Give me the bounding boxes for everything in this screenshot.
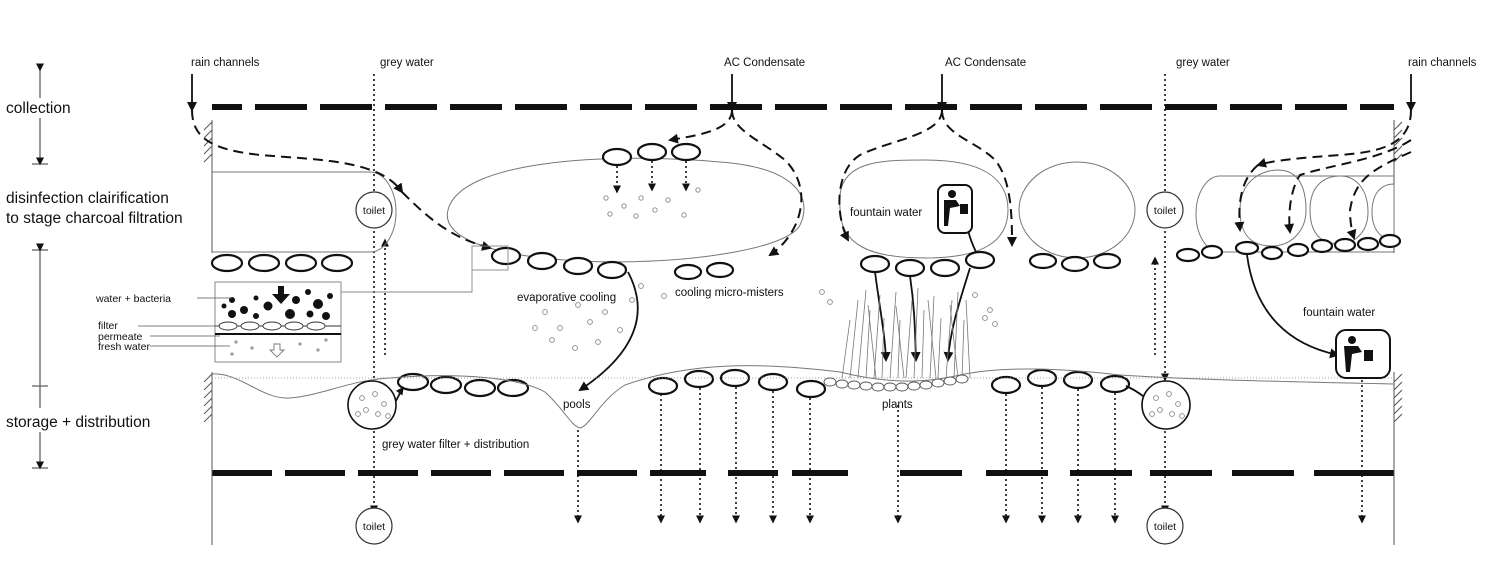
side-walls bbox=[203, 120, 1403, 545]
toilet-top-right: toilet bbox=[1146, 191, 1184, 229]
stage-axis: collection disinfection clairification t… bbox=[6, 63, 183, 470]
input-arrows bbox=[187, 74, 1416, 112]
evaporative-cooling-label: evaporative cooling bbox=[517, 292, 616, 304]
ac-condensate-left-label: AC Condensate bbox=[724, 57, 805, 69]
grey-water-filter-left bbox=[347, 380, 397, 430]
cooling-micro-misters-label: cooling micro-misters bbox=[675, 287, 784, 299]
rain-channels-left-label: rain channels bbox=[191, 57, 260, 69]
pools-label: pools bbox=[563, 399, 591, 411]
grey-water-channels bbox=[370, 74, 1169, 514]
grey-water-filter-label: grey water filter + distribution bbox=[382, 439, 529, 451]
svg-text:toilet: toilet bbox=[363, 205, 385, 217]
svg-text:toilet: toilet bbox=[1154, 521, 1176, 533]
collection-roof-line bbox=[212, 104, 1394, 110]
toilet-bottom-left: toilet bbox=[355, 507, 393, 545]
plants-group bbox=[823, 287, 971, 392]
drinking-fountain-icon bbox=[937, 184, 973, 234]
toilet-top-left: toilet bbox=[355, 191, 393, 229]
input-labels: rain channels grey water AC Condensate A… bbox=[191, 57, 1477, 69]
svg-text:toilet: toilet bbox=[1154, 205, 1176, 217]
ground-line bbox=[211, 365, 1395, 429]
water-nodes bbox=[210, 142, 1402, 399]
grey-water-filter-right bbox=[1141, 380, 1191, 430]
stage-collection-label: collection bbox=[6, 100, 71, 117]
svg-text:toilet: toilet bbox=[363, 521, 385, 533]
plants-label: plants bbox=[882, 399, 913, 411]
rain-channels-right-label: rain channels bbox=[1408, 57, 1477, 69]
storage-cell bbox=[1018, 161, 1136, 259]
legend-fresh-water: fresh water bbox=[98, 341, 150, 353]
mist-droplets bbox=[532, 187, 998, 351]
toilet-bottom-right: toilet bbox=[1146, 507, 1184, 545]
distribution-base-line bbox=[212, 470, 1394, 476]
legend-filter: filter bbox=[98, 320, 118, 332]
fountain-cell bbox=[839, 159, 1009, 259]
grey-water-right-label: grey water bbox=[1176, 57, 1230, 69]
drinking-fountain-icon-right bbox=[1335, 329, 1391, 379]
water-surface bbox=[211, 365, 1395, 429]
grey-water-left-label: grey water bbox=[380, 57, 434, 69]
distribution-arrows bbox=[574, 380, 1366, 524]
stage-storage-label: storage + distribution bbox=[6, 414, 150, 431]
droplet-arrows bbox=[613, 161, 690, 194]
fountain-water-right-label: fountain water bbox=[1303, 307, 1375, 319]
fountain-water-label: fountain water bbox=[850, 207, 922, 219]
collection-flows bbox=[191, 109, 1412, 257]
evaporative-basin bbox=[446, 157, 805, 263]
stage-filtration-label: to stage charcoal filtration bbox=[6, 210, 183, 227]
legend-permeate: permeate bbox=[98, 331, 143, 343]
ac-condensate-right-label: AC Condensate bbox=[945, 57, 1026, 69]
filter-membrane-icon bbox=[138, 245, 509, 363]
stage-disinfection-label: disinfection clairification bbox=[6, 190, 169, 207]
legend-water-bacteria: water + bacteria bbox=[95, 293, 171, 305]
